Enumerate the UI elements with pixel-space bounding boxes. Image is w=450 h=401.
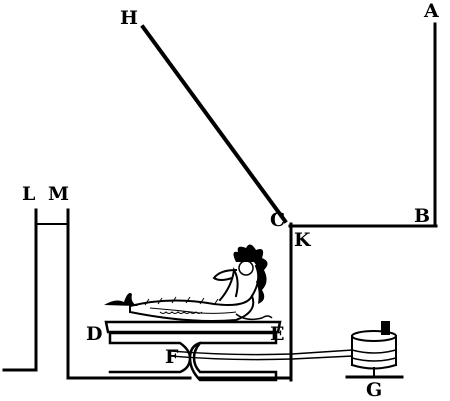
label-b: B [414, 205, 430, 227]
label-a: A [423, 0, 439, 22]
mermaid-figure [104, 244, 273, 322]
label-k: K [294, 229, 312, 251]
pipe-lower [169, 355, 353, 361]
label-e: E [270, 323, 284, 345]
label-h: H [120, 7, 138, 29]
pipe-upper [169, 349, 353, 356]
label-c: C [270, 209, 285, 231]
drum-g [345, 321, 404, 379]
line-h-c [140, 24, 288, 224]
label-f: F [165, 346, 179, 368]
label-l: L [22, 183, 35, 205]
label-m: M [48, 183, 69, 205]
table-base [108, 331, 278, 382]
table-top [104, 320, 282, 334]
label-d: D [86, 323, 102, 345]
label-g: G [366, 379, 382, 401]
